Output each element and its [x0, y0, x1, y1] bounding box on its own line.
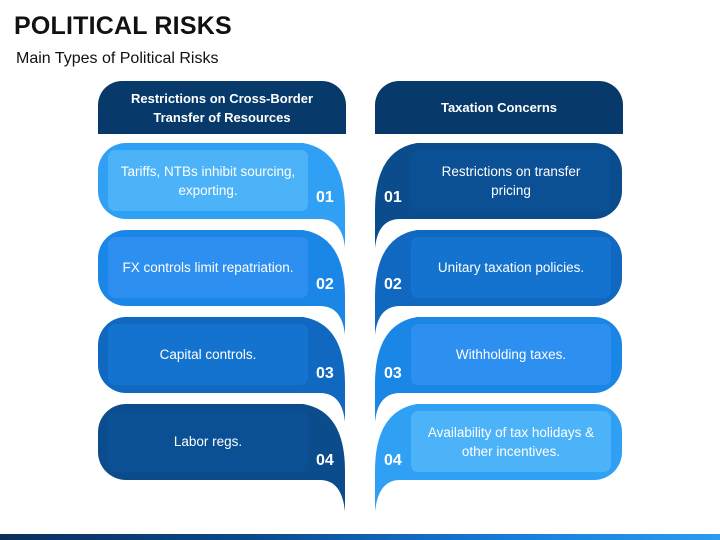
page-subtitle: Main Types of Political Risks [16, 50, 219, 67]
right-item-4-box: Availability of tax holidays & other inc… [411, 411, 611, 472]
left-item-4-box: Labor regs. [108, 411, 308, 472]
right-item-3-text: Withholding taxes. [455, 347, 567, 362]
right-item-2-box: Unitary taxation policies. [411, 237, 611, 298]
bottom-accent-bar [0, 534, 720, 540]
right-item-1-box: Restrictions on transfer pricing [411, 150, 611, 211]
left-item-2-number: 02 [316, 276, 334, 293]
left-item-3-number: 03 [316, 365, 334, 382]
right-item-4-number: 04 [384, 452, 402, 469]
right-item-1-number: 01 [384, 189, 402, 206]
left-item-3-text: Capital controls. [159, 347, 257, 362]
right-item-1-text: Restrictions on transfer pricing [441, 163, 581, 198]
right-item-3-box: Withholding taxes. [411, 324, 611, 385]
left-item-2-text: FX controls limit repatriation. [122, 260, 294, 275]
column-header-resources: Restrictions on Cross-Border Transfer of… [98, 81, 346, 134]
right-item-2-number: 02 [384, 276, 402, 293]
right-item-2-text: Unitary taxation policies. [437, 260, 585, 275]
page-title: POLITICAL RISKS [14, 12, 232, 40]
column-header-label: Restrictions on Cross-Border Transfer of… [130, 90, 314, 125]
left-item-1-text: Tariffs, NTBs inhibit sourcing, exportin… [120, 163, 296, 198]
left-item-4-number: 04 [316, 452, 334, 469]
left-item-1-number: 01 [316, 189, 334, 206]
left-item-3-box: Capital controls. [108, 324, 308, 385]
column-header-label: Taxation Concerns [440, 100, 558, 115]
left-item-2-box: FX controls limit repatriation. [108, 237, 308, 298]
left-item-4-text: Labor regs. [173, 434, 243, 449]
right-item-3-number: 03 [384, 365, 402, 382]
right-item-4-text: Availability of tax holidays & other inc… [427, 424, 595, 459]
column-header-taxation: Taxation Concerns [375, 81, 623, 134]
left-item-1-box: Tariffs, NTBs inhibit sourcing, exportin… [108, 150, 308, 211]
